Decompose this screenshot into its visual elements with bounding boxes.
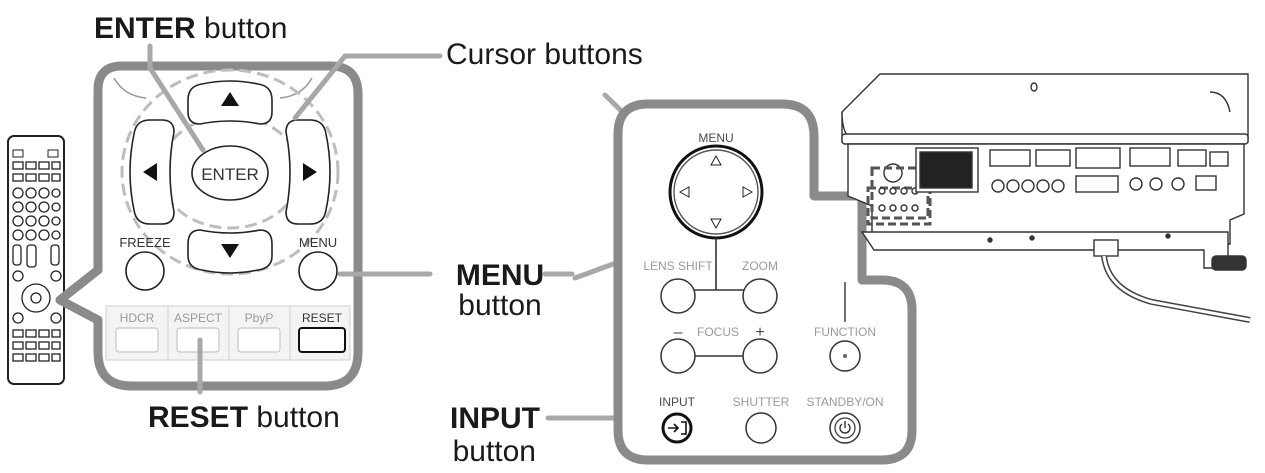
reset-key-label: RESET xyxy=(302,311,343,325)
freeze-button[interactable] xyxy=(125,251,165,291)
panel-menu-label: MENU xyxy=(698,131,733,145)
input-callout-bold: INPUT xyxy=(450,402,540,435)
shutter-button[interactable] xyxy=(745,412,777,444)
panel-left-icon xyxy=(678,186,690,198)
focus-minus-label: – xyxy=(674,324,683,341)
focus-plus-label: + xyxy=(755,324,764,341)
focus-minus-button[interactable] xyxy=(660,338,696,374)
panel-down-icon xyxy=(710,218,722,230)
input-arrow-icon xyxy=(668,421,687,435)
aspect-label: ASPECT xyxy=(174,311,223,325)
panel-cursor-ring[interactable] xyxy=(673,149,759,235)
function-label: FUNCTION xyxy=(814,325,876,339)
pbyp-button[interactable] xyxy=(237,327,281,353)
enter-button[interactable] xyxy=(191,145,269,201)
lens-shift-label: LENS SHIFT xyxy=(643,259,713,273)
remote-zoom-panel: ENTER FREEZE MENU HDCR ASPECT PbyP RESET xyxy=(55,61,363,391)
freeze-label: FREEZE xyxy=(119,235,171,250)
lens-shift-button[interactable] xyxy=(660,278,696,314)
enter-label: ENTER xyxy=(201,165,259,184)
panel-right-icon xyxy=(742,186,754,198)
menu-remote-button[interactable] xyxy=(298,251,338,291)
left-arrow-icon xyxy=(143,163,157,181)
enter-button-callout: ENTER button xyxy=(94,12,287,45)
projector-illustration xyxy=(841,73,1251,323)
down-arrow-icon xyxy=(221,244,239,258)
hdcr-label: HDCR xyxy=(120,311,155,325)
menu-callout-rest: button xyxy=(458,289,541,322)
reset-button-callout: RESET button xyxy=(148,401,340,434)
menu-callout-bold: MENU xyxy=(456,259,544,292)
cursor-buttons-callout: Cursor buttons xyxy=(446,38,643,71)
zoom-button[interactable] xyxy=(742,278,778,314)
right-arrow-icon xyxy=(303,163,317,181)
power-icon xyxy=(839,421,851,434)
remote-control-illustration xyxy=(7,135,65,385)
projector-control-panel: MENU LENS SHIFT ZOOM – FOCUS + FUNCTION … xyxy=(613,99,917,465)
pbyp-label: PbyP xyxy=(245,311,274,325)
focus-plus-button[interactable] xyxy=(742,338,778,374)
standby-on-label: STANDBY/ON xyxy=(806,395,883,409)
zoom-label: ZOOM xyxy=(742,259,778,273)
reset-remote-button[interactable] xyxy=(298,327,346,353)
input-label: INPUT xyxy=(659,395,696,409)
panel-up-icon xyxy=(710,154,722,166)
focus-label: FOCUS xyxy=(697,325,739,339)
hdcr-button[interactable] xyxy=(115,327,159,353)
input-callout-rest: button xyxy=(453,435,536,468)
shutter-label: SHUTTER xyxy=(733,395,790,409)
up-arrow-icon xyxy=(221,92,239,106)
menu-key-label: MENU xyxy=(299,235,337,250)
